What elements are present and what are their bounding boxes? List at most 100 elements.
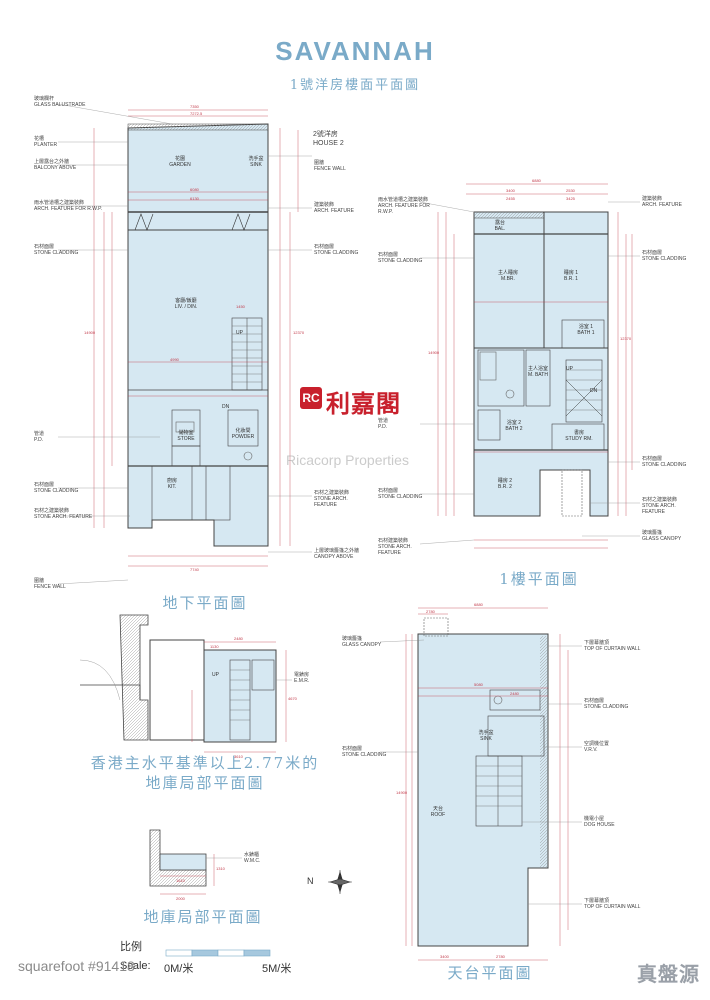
ricacorp-logo-name: 利嘉閣 — [326, 389, 401, 418]
caption-partial-277: 香港主水平基準以上2.77米的 — [90, 754, 320, 772]
dim-label: 2000 — [176, 896, 185, 901]
first-floor-plan — [419, 183, 640, 549]
dim-label: 2455 — [506, 196, 515, 201]
dim-label: 5080 — [474, 682, 483, 687]
dim-label: 7740 — [190, 567, 199, 572]
page-title: SAVANNAH — [275, 36, 435, 66]
dim-label: 14900 — [84, 330, 96, 335]
dim-label: 2530 — [566, 188, 575, 193]
dim-label: 7272.5 — [190, 111, 203, 116]
stair-up-label: UP — [236, 330, 243, 336]
scale-bar-graphic — [165, 949, 271, 957]
dim-label: 3400 — [506, 188, 515, 193]
dim-label: 12370 — [293, 330, 305, 335]
dim-label: 2780 — [426, 609, 435, 614]
dim-label: 6130 — [190, 196, 199, 201]
center-watermark: Ricacorp Properties — [286, 452, 409, 468]
dim-label: 6880 — [474, 602, 483, 607]
north-arrow-graphic — [328, 870, 352, 894]
caption-first-floor: 1樓平面圖 — [499, 570, 579, 588]
scale-title: 比例 — [120, 940, 142, 953]
stair-up-label: UP — [566, 366, 573, 372]
scale-start: 0M/米 — [164, 963, 194, 975]
dim-label: 1610 — [176, 878, 185, 883]
dim-label: 2480 — [234, 636, 243, 641]
partial-plan-277 — [79, 614, 292, 753]
scale-end: 5M/米 — [262, 963, 292, 975]
dim-label: 3400 — [440, 954, 449, 959]
brand-watermark: 真盤源 — [637, 962, 700, 986]
stair-down-label: DN — [222, 404, 230, 410]
dim-label: 6880 — [532, 178, 541, 183]
caption-roof: 天台平面圖 — [447, 964, 533, 982]
dim-label: 6080 — [190, 187, 199, 192]
ricacorp-logo-mark: RC — [300, 387, 322, 409]
dim-label: 2780 — [496, 954, 505, 959]
dim-label: 3425 — [566, 196, 575, 201]
partial-plan — [149, 829, 242, 895]
dim-label: 3610 — [234, 754, 243, 759]
dim-label: 14900 — [428, 350, 440, 355]
dim-label: 1450 — [236, 304, 245, 309]
scale-label: Scale: — [120, 960, 151, 972]
dim-label: 4670 — [288, 696, 297, 701]
dim-label: 7350 — [190, 104, 199, 109]
stair-up-label: UP — [212, 672, 219, 678]
dim-label: 2480 — [510, 691, 519, 696]
north-label: N — [307, 876, 314, 886]
caption-partial: 地庫局部平面圖 — [143, 908, 263, 926]
dim-label: 1310 — [216, 866, 225, 871]
page-subtitle: 1號洋房樓面平面圖 — [289, 78, 421, 93]
basement-plan — [57, 103, 312, 585]
